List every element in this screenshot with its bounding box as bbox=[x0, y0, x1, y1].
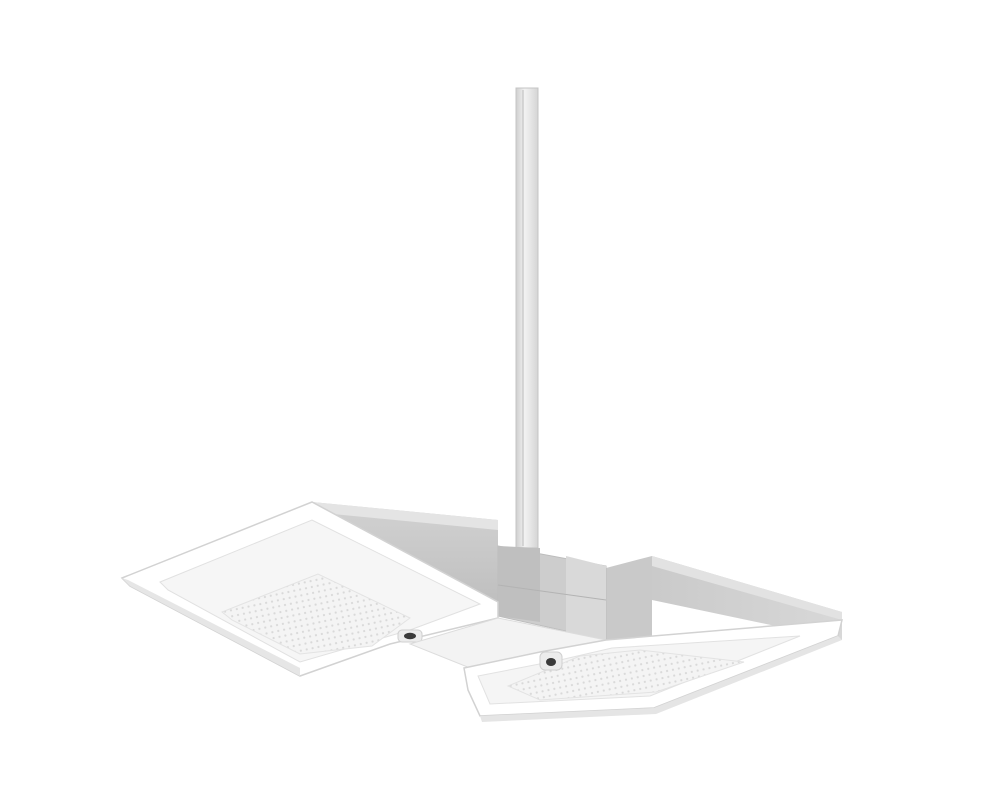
suspension-rod bbox=[515, 87, 539, 549]
left-sensor-icon bbox=[397, 629, 423, 643]
right-lamp-head bbox=[463, 619, 843, 722]
left-lamp-head bbox=[120, 501, 499, 677]
right-housing-back-wall bbox=[606, 556, 842, 640]
right-sensor-icon bbox=[539, 651, 563, 671]
central-hub bbox=[497, 545, 607, 641]
left-led-grille bbox=[221, 573, 411, 655]
right-led-grille bbox=[506, 649, 745, 701]
